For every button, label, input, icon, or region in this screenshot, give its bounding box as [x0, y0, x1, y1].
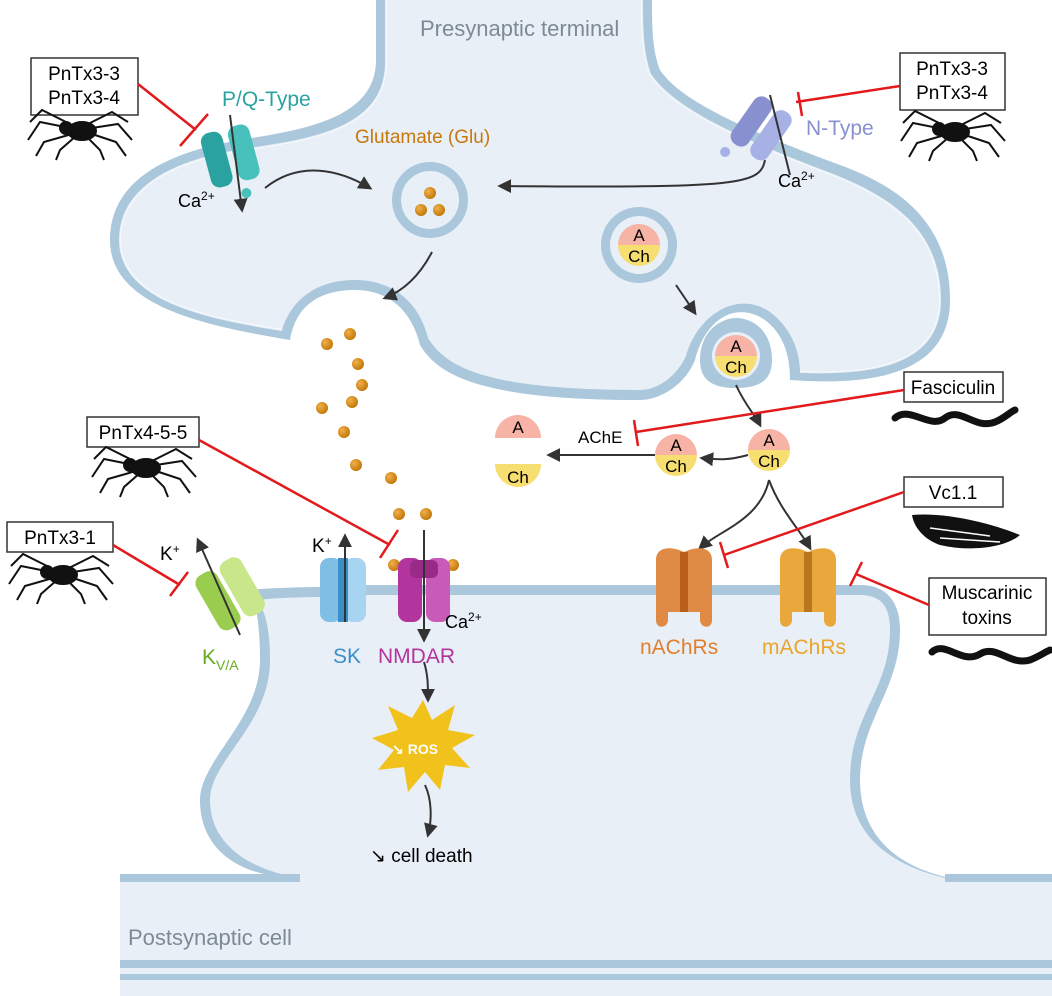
inhibit-pq — [137, 83, 209, 147]
spider-icon — [27, 108, 133, 161]
vc11-box: Vc1.1 — [903, 476, 1004, 508]
n-type-channel — [720, 96, 792, 161]
glutamate-label: Glutamate (Glu) — [355, 127, 490, 148]
postsynaptic-label: Postsynaptic cell — [128, 925, 292, 950]
presynaptic-cytoplasm — [120, 0, 940, 390]
nmdar-channel — [398, 558, 450, 622]
ach-a-label: A — [633, 226, 645, 245]
inhibit-ache — [632, 388, 905, 447]
nmdar-label: NMDAR — [378, 645, 455, 668]
ach-vesicle-1: A Ch — [601, 207, 677, 283]
machr-channel — [780, 548, 836, 627]
glutamate-vesicle: Glutamate (Glu) — [355, 127, 490, 238]
postsynaptic-cell: Postsynaptic cell — [120, 585, 1052, 996]
nachr-channel — [656, 548, 712, 627]
fasciculin-box: Fasciculin — [903, 371, 1004, 403]
pq-type-label: P/Q-Type — [222, 88, 311, 111]
inhibit-nachr — [718, 490, 905, 569]
ach-ch-label: Ch — [507, 468, 529, 487]
toxin-label: toxins — [962, 608, 1012, 629]
snake-icon — [928, 645, 1052, 665]
pntx31-box: PnTx3-1 — [6, 521, 114, 553]
muscarinic-toxins-box: Muscarinic toxins — [928, 577, 1047, 636]
sk-k-label: K+ — [312, 534, 332, 557]
cell-death-label: ↘ cell death — [370, 846, 473, 867]
n-type-label: N-Type — [806, 117, 874, 140]
pntx33-box-left: PnTx3-3 PnTx3-4 — [30, 57, 139, 116]
ache-label: AChE — [578, 428, 622, 447]
spider-icon — [900, 109, 1006, 162]
pntx33-box-right: PnTx3-3 PnTx3-4 — [899, 52, 1006, 111]
kva-k-label: K+ — [160, 542, 180, 565]
pq-ca-label: Ca2+ — [178, 189, 215, 211]
inhibit-machr — [848, 561, 930, 607]
ach-molecule-free: A Ch — [748, 429, 790, 471]
released-glutamate — [316, 328, 459, 571]
ach-ch-label: Ch — [665, 457, 687, 476]
toxin-label: PnTx3-3 — [48, 64, 120, 85]
sk-channel — [320, 558, 366, 622]
inhibit-n — [795, 84, 901, 117]
inhibit-nmdar — [198, 438, 400, 559]
toxin-label: PnTx3-4 — [916, 83, 988, 104]
postsynaptic-cytoplasm — [210, 595, 945, 878]
n-ca-label: Ca2+ — [778, 169, 815, 191]
ach-a-label: A — [730, 337, 742, 356]
ach-a-label: A — [512, 418, 524, 437]
nachr-label: nAChRs — [640, 636, 718, 659]
toxin-label: Muscarinic — [942, 583, 1033, 604]
ros-burst: ↘ROS — [372, 700, 475, 792]
toxin-label: Vc1.1 — [929, 483, 978, 504]
pq-type-channel — [200, 124, 260, 199]
snake-icon — [891, 406, 1019, 428]
kva-channel — [195, 557, 265, 631]
spider-icon — [91, 445, 197, 498]
kva-label: KV/A — [202, 646, 239, 673]
ach-molecule-ache: A Ch — [655, 434, 697, 476]
toxin-label: Fasciculin — [911, 378, 995, 399]
ros-label: ↘ROS — [392, 741, 438, 757]
presynaptic-terminal: Presynaptic terminal — [110, 0, 950, 400]
spider-icon — [8, 552, 114, 605]
ach-ch-label: Ch — [725, 358, 747, 377]
sk-label: SK — [333, 645, 361, 668]
inhibit-kva — [112, 543, 189, 597]
ach-ch-label: Ch — [628, 247, 650, 266]
ach-a-label: A — [670, 436, 682, 455]
toxin-label: PnTx3-4 — [48, 88, 120, 109]
ach-vesicle-2: A Ch — [700, 318, 772, 388]
ach-a-label: A — [763, 431, 775, 450]
toxin-label: PnTx3-3 — [916, 59, 988, 80]
pntx455-box: PnTx4-5-5 — [86, 416, 200, 448]
ach-ch-label: Ch — [758, 452, 780, 471]
nmdar-ca-label: Ca2+ — [445, 610, 482, 632]
toxin-label: PnTx3-1 — [24, 528, 96, 549]
presynaptic-label: Presynaptic terminal — [420, 16, 619, 41]
machr-label: mAChRs — [762, 636, 846, 659]
ach-hydrolyzed: A Ch — [495, 415, 541, 487]
cone-snail-icon — [912, 514, 1020, 549]
toxin-label: PnTx4-5-5 — [99, 423, 188, 444]
